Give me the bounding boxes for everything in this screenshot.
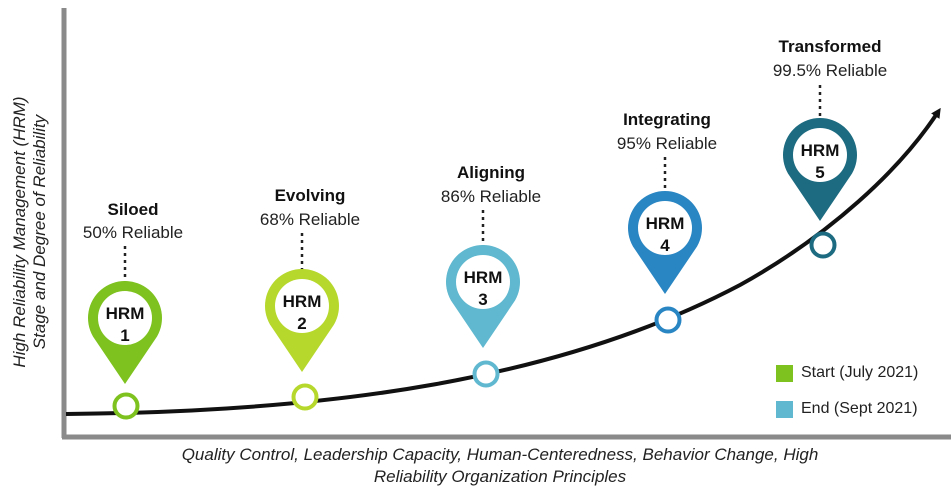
stage-5-pin-line1: HRM [800, 141, 840, 160]
stage-1-reliability: 50% Reliable [82, 223, 184, 242]
stage-4-reliability: 95% Reliable [616, 134, 718, 153]
stage-1-pin-line1: HRM [105, 304, 145, 323]
legend-label-start: Start (July 2021) [801, 364, 919, 381]
x-axis-label-line1: Quality Control, Leadership Capacity, Hu… [181, 445, 819, 464]
stage-2-node [291, 383, 319, 411]
stage-1-pin-face [98, 291, 152, 345]
x-axis-label-line2: Reliability Organization Principles [373, 467, 627, 486]
stage-1-pin-label: HRM 1 [95, 303, 155, 347]
stage-2-title: Evolving [274, 186, 346, 205]
stage-4-pin-line1: HRM [645, 214, 685, 233]
stage-3-pin-line1: HRM [463, 268, 503, 287]
stage-3-node [472, 360, 500, 388]
stage-4-node [654, 306, 682, 334]
stage-1-title: Siloed [107, 200, 159, 219]
stage-5-pin-face [793, 128, 847, 182]
stage-5-node [809, 231, 837, 259]
stage-2-reliability: 68% Reliable [259, 210, 361, 229]
y-axis-label: High Reliability Management (HRM) Stage … [10, 2, 50, 462]
legend-swatch-start [776, 364, 793, 382]
stage-3-pin-label: HRM 3 [453, 267, 513, 311]
stage-1-node [112, 392, 140, 420]
legend-item-end: End (Sept 2021) [776, 400, 918, 418]
stage-5-title: Transformed [778, 37, 882, 56]
legend-label-end: End (Sept 2021) [801, 400, 918, 417]
legend-swatch-end [776, 400, 793, 418]
legend-item-start: Start (July 2021) [776, 364, 918, 382]
stage-5-pin-line2: 5 [815, 163, 825, 182]
stage-2-pin-line2: 2 [297, 314, 307, 333]
stage-4-title: Integrating [623, 110, 711, 129]
stage-2-pin-face [275, 279, 329, 333]
stage-3-title: Aligning [457, 163, 525, 182]
y-axis-label-line2: Stage and Degree of Reliability [30, 114, 49, 350]
stage-4-pin-face [638, 201, 692, 255]
stage-5-reliability: 99.5% Reliable [772, 61, 888, 80]
x-axis-label: Quality Control, Leadership Capacity, Hu… [100, 444, 900, 488]
stage-5-pin-label: HRM 5 [790, 140, 850, 184]
stage-4-pin-label: HRM 4 [635, 213, 695, 257]
stage-4-pin-line2: 4 [660, 236, 670, 255]
stage-3-pin-face [456, 255, 510, 309]
stage-1-pin-line2: 1 [120, 326, 130, 345]
stage-2-pin-line1: HRM [282, 292, 322, 311]
y-axis-label-line1: High Reliability Management (HRM) [10, 96, 29, 368]
stage-3-reliability: 86% Reliable [440, 187, 542, 206]
stage-3-pin-line2: 3 [478, 290, 488, 309]
stage-2-pin-label: HRM 2 [272, 291, 332, 335]
